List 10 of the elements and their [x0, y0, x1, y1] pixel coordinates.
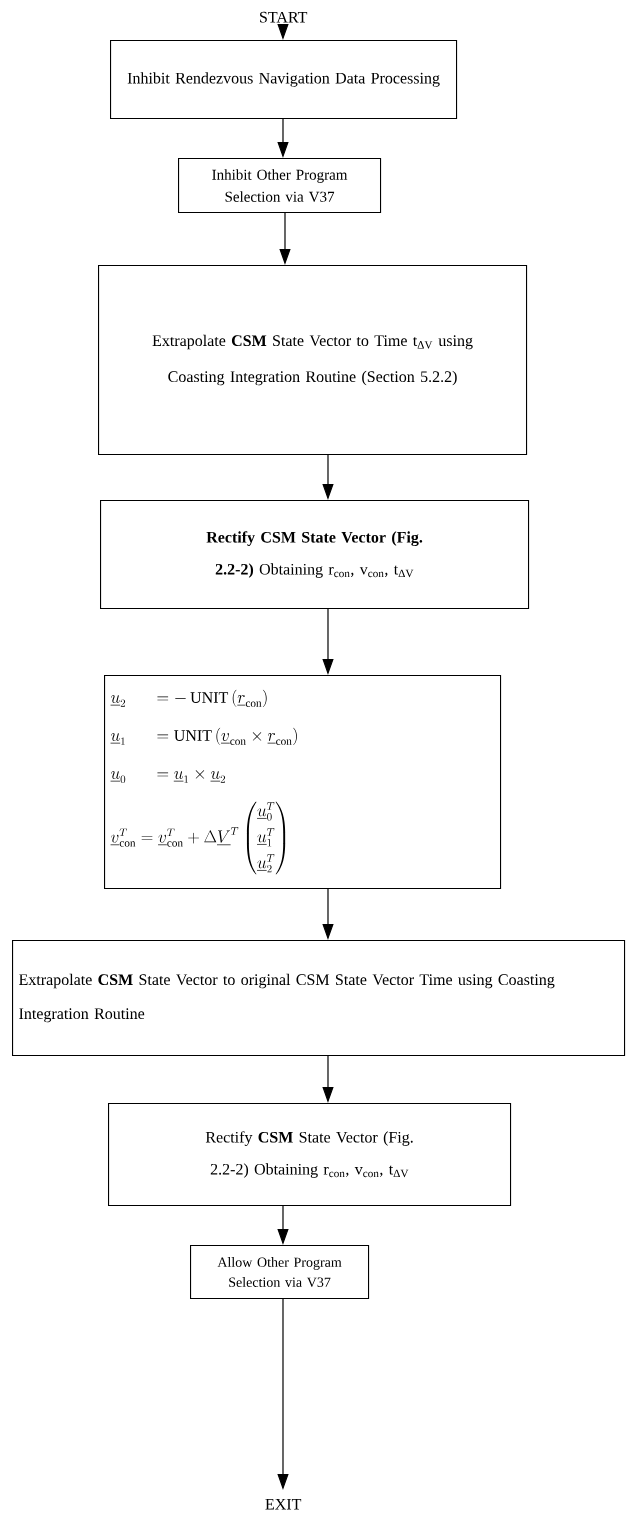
process-box: Rectify CSM State Vector (Fig. 2.2-2) Obtaining r$_{con}$, v$_{con}$, t$_{ΔV}$: [108, 1103, 512, 1207]
process-box: Extrapolate CSM State Vector to Time t$_{ΔV}$ using Coasting Integration Routine (Section 5.2.2): [98, 265, 528, 456]
start-label: START: [260, 11, 308, 23]
process-box: Inhibit Rendezvous Navigation Data Processing: [110, 40, 458, 120]
formula-box: $\underline{u}_2 \quad\;\; = -\,\mathrm{UNIT}\,(\underline{r}_{\mathrm{con}})$ $\underline{u}_1 \quad\;\; = \mathrm{UNIT}\,(\underline{v}_{\mathrm{con}} \times \underline{r}_{\mathrm{con}})$ $\underline{u}_0 \quad\;\; = \underline{u}_1 \times \underline{u}_2$ $\underline{v}^{T}_{\mathrm{con}} = \underline{v}^{T}_{\mathrm{con}} + \Delta\underline{V}^{T} \begin{pmatrix} \underline{u}_0^{T} \\[6pt] \underline{u}_1^{T} \\[6pt] \underline{u}_2^{T} \end{pmatrix}$: [104, 675, 502, 890]
process-box: Rectify CSM State Vector (Fig. 2.2-2) Obtaining r$_{con}$, v$_{con}$, t$_{ΔV}$: [100, 500, 530, 610]
process-box: Inhibit Other Program Selection via V37: [178, 158, 382, 214]
process-box: Extrapolate CSM State Vector to original CSM State Vector Time using Coasting Integration Routine: [12, 940, 626, 1057]
process-box: Allow Other Program Selection via V37: [190, 1245, 370, 1300]
end-label: EXIT: [265, 1498, 302, 1510]
